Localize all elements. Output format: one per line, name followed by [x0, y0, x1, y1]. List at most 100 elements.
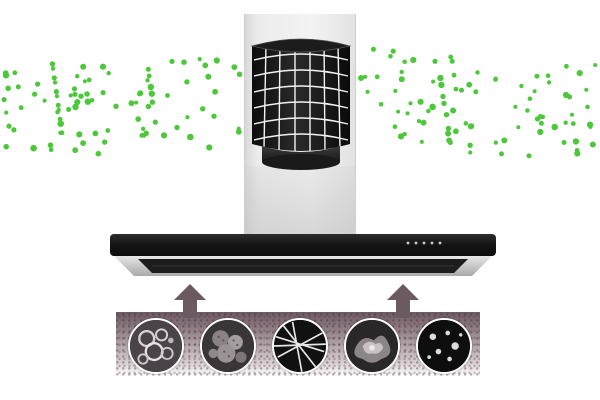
- air-particle: [540, 114, 545, 120]
- carbon-filter-cylinder: [250, 38, 352, 170]
- air-particle: [358, 75, 364, 81]
- air-particle: [71, 86, 78, 92]
- air-particle: [398, 76, 405, 83]
- air-particle: [68, 93, 73, 98]
- air-particle: [84, 98, 92, 105]
- air-particle: [378, 102, 384, 107]
- air-particle: [576, 70, 583, 77]
- air-particle: [146, 73, 152, 79]
- air-particle: [585, 104, 590, 110]
- air-particle: [48, 147, 54, 153]
- air-particle: [445, 130, 452, 137]
- air-particle: [451, 72, 457, 78]
- air-particle: [370, 46, 376, 52]
- control-buttons[interactable]: [406, 241, 442, 245]
- air-particle: [525, 108, 530, 113]
- air-particle: [53, 89, 59, 95]
- air-particle: [145, 78, 150, 83]
- air-particle: [440, 93, 446, 100]
- air-particle: [408, 101, 413, 106]
- air-particle: [493, 77, 498, 82]
- air-particle: [426, 108, 431, 114]
- air-particle: [50, 66, 56, 71]
- air-particle: [453, 128, 459, 135]
- glass-front-panel: [110, 234, 496, 256]
- air-particle: [113, 103, 119, 110]
- air-particle: [160, 132, 168, 139]
- air-particle: [212, 88, 219, 95]
- air-particle: [31, 91, 38, 97]
- air-particle: [147, 83, 154, 91]
- air-particle: [100, 90, 106, 96]
- air-particle: [551, 123, 558, 131]
- air-particle: [392, 124, 398, 129]
- control-button[interactable]: [414, 241, 418, 245]
- air-particle: [572, 138, 580, 145]
- air-particle: [417, 98, 424, 105]
- air-particle: [467, 123, 474, 130]
- air-particle: [546, 80, 552, 85]
- air-particle: [76, 131, 83, 138]
- air-particle: [534, 116, 541, 122]
- control-button[interactable]: [438, 241, 442, 245]
- air-particle: [106, 71, 111, 76]
- air-particle: [445, 125, 452, 132]
- air-particle: [74, 99, 81, 106]
- air-particle: [211, 113, 217, 119]
- air-particle: [235, 128, 242, 135]
- air-particle: [200, 106, 206, 112]
- air-particle: [438, 81, 445, 89]
- air-particle: [99, 63, 107, 70]
- airflow-up-arrow-icon: [174, 284, 206, 318]
- air-particle: [75, 74, 80, 79]
- air-particle: [467, 142, 473, 148]
- air-particle: [35, 81, 41, 87]
- air-particle: [66, 107, 72, 112]
- control-button[interactable]: [406, 241, 410, 245]
- air-particle: [149, 99, 156, 105]
- air-particle: [169, 58, 175, 64]
- air-particle: [441, 100, 447, 107]
- hood-canopy: [110, 234, 496, 276]
- air-particle: [128, 100, 135, 107]
- control-button[interactable]: [430, 241, 434, 245]
- air-particle: [5, 85, 11, 92]
- air-particle: [410, 56, 417, 64]
- air-particle: [561, 140, 567, 145]
- air-particle: [463, 121, 469, 126]
- air-particle: [499, 151, 504, 157]
- air-particle: [584, 87, 589, 92]
- control-button[interactable]: [422, 241, 426, 245]
- air-particle: [86, 77, 92, 83]
- air-particle: [55, 102, 61, 108]
- air-particle: [15, 84, 21, 90]
- air-particle: [231, 64, 238, 70]
- air-particle: [135, 116, 141, 122]
- air-particle: [419, 139, 424, 144]
- air-particle: [443, 112, 450, 118]
- air-particle: [363, 74, 368, 79]
- air-particle: [92, 130, 99, 137]
- air-particle: [374, 74, 380, 80]
- air-particle: [416, 119, 421, 124]
- air-particle: [165, 93, 170, 98]
- air-particle: [54, 94, 60, 99]
- air-particle: [82, 79, 87, 84]
- air-particle: [516, 125, 521, 130]
- air-particle: [405, 111, 410, 116]
- air-particle: [589, 141, 596, 148]
- air-particle: [4, 110, 9, 115]
- air-particle: [448, 54, 454, 60]
- air-particle: [84, 91, 90, 97]
- air-particle: [519, 83, 524, 89]
- air-particle: [570, 121, 576, 126]
- air-particle: [534, 73, 540, 79]
- air-particle: [545, 73, 551, 78]
- air-particle: [432, 58, 438, 64]
- air-particle: [390, 48, 396, 54]
- air-particle: [49, 61, 56, 67]
- air-particle: [532, 89, 537, 94]
- air-particle: [181, 59, 187, 65]
- air-particle: [184, 79, 190, 85]
